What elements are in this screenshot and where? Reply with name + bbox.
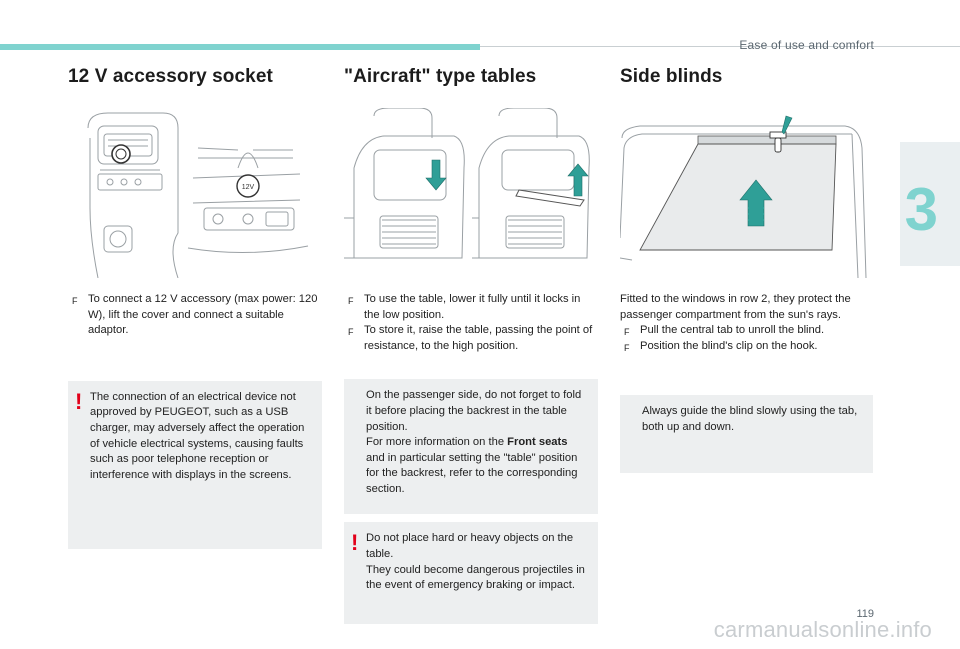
blinds-section: Side blinds Fitted to the windows in row…: [620, 66, 873, 474]
socket-12v-label: 12V: [242, 184, 255, 191]
blinds-illustration: [620, 108, 873, 278]
tables-info-box: On the passenger side, do not forget to …: [344, 379, 598, 515]
bullet-text: To connect a 12 V accessory (max power: …: [88, 293, 318, 337]
bullet-marker: F: [624, 327, 630, 338]
tables-instructions: F To use the table, lower it fully until…: [344, 292, 598, 354]
socket-illustration: 12V: [68, 108, 322, 278]
blinds-title: Side blinds: [620, 66, 723, 87]
blinds-instructions: Fitted to the windows in row 2, they pro…: [620, 292, 873, 354]
tables-illustration: [344, 108, 598, 278]
info-icon: [628, 407, 636, 429]
section-title: Ease of use and comfort: [739, 38, 874, 52]
socket-title: 12 V accessory socket: [68, 66, 273, 87]
bullet-marker: F: [72, 296, 78, 306]
bullet-text: To use the table, lower it fully until i…: [364, 293, 581, 321]
tables-warning-text: They could become dangerous projectiles …: [366, 563, 585, 592]
tables-title: "Aircraft" type tables: [344, 66, 537, 87]
watermark-text: carmanualsonline.info: [713, 617, 932, 642]
info-icon: [352, 391, 360, 413]
list-item: F To store it, raise the table, passing …: [344, 323, 598, 354]
seat-backs-drawing: [344, 108, 590, 259]
blinds-intro: Fitted to the windows in row 2, they pro…: [620, 293, 851, 321]
side-blind-drawing: [620, 115, 867, 278]
list-item: F Pull the central tab to unroll the bli…: [620, 323, 873, 339]
bullet-text: Pull the central tab to unroll the blind…: [640, 324, 825, 337]
tables-section: "Aircraft" type tables F: [344, 66, 598, 625]
list-item: F To connect a 12 V accessory (max power…: [68, 292, 322, 339]
page-number: 119: [856, 608, 874, 620]
front-seats-reference: Front seats: [507, 436, 568, 449]
tables-info-text: On the passenger side, do not forget to …: [366, 389, 582, 433]
socket-drawing: 12V: [87, 112, 309, 278]
tables-warning-box: ! Do not place hard or heavy objects on …: [344, 522, 598, 625]
socket-warning-box: ! The connection of an electrical device…: [68, 380, 322, 549]
socket-instructions: F To connect a 12 V accessory (max power…: [68, 292, 322, 339]
header-accent-bar: [0, 44, 480, 50]
bullet-marker: F: [624, 342, 630, 353]
tables-info-more: For more information on the Front seats …: [366, 435, 586, 497]
tables-warning-text: Do not place hard or heavy objects on th…: [366, 532, 574, 560]
socket-warning-text: The connection of an electrical device n…: [90, 390, 305, 481]
list-item: F Position the blind's clip on the hook.: [620, 339, 873, 355]
blinds-info-box: Always guide the blind slowly using the …: [620, 395, 873, 474]
bullet-marker: F: [348, 296, 354, 306]
bullet-text: To store it, raise the table, passing th…: [364, 324, 593, 352]
chapter-tab: [900, 142, 960, 266]
socket-section: 12 V accessory socket: [68, 66, 322, 549]
list-item: F To use the table, lower it fully until…: [344, 292, 598, 323]
info-more-suffix: and in particular setting the "table" po…: [366, 451, 578, 495]
chapter-number: 3: [904, 176, 938, 243]
warning-icon: !: [351, 530, 359, 556]
blinds-info-text: Always guide the blind slowly using the …: [642, 405, 858, 433]
header-rule: [480, 46, 960, 47]
bullet-marker: F: [348, 327, 354, 338]
info-more-prefix: For more information on the: [366, 436, 508, 449]
bullet-text: Position the blind's clip on the hook.: [640, 339, 818, 352]
warning-icon: !: [75, 388, 83, 414]
